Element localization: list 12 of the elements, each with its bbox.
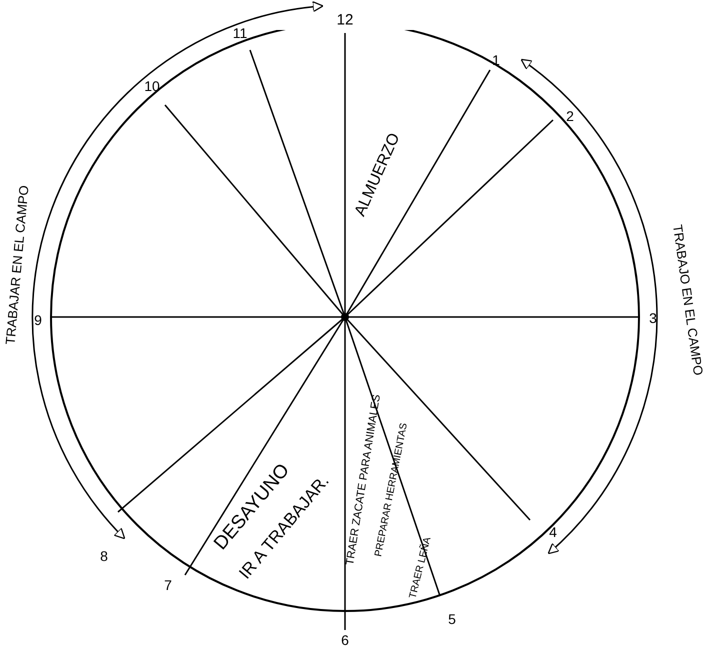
hour-number: 6 — [341, 633, 349, 647]
hour-number: 7 — [164, 578, 172, 592]
hour-number: 3 — [649, 311, 657, 325]
hour-number: 9 — [34, 313, 42, 327]
hour-number: 4 — [549, 525, 557, 539]
arc-label: TRABAJAR EN EL CAMPO — [4, 184, 30, 346]
hour-number: 2 — [566, 109, 574, 123]
hour-number: 11 — [232, 26, 248, 40]
hour-number: 5 — [448, 612, 456, 626]
arc-label: TRABAJO EN EL CAMPO — [671, 224, 705, 376]
hour-number: 12 — [336, 12, 354, 28]
hour-number: 8 — [100, 549, 108, 563]
